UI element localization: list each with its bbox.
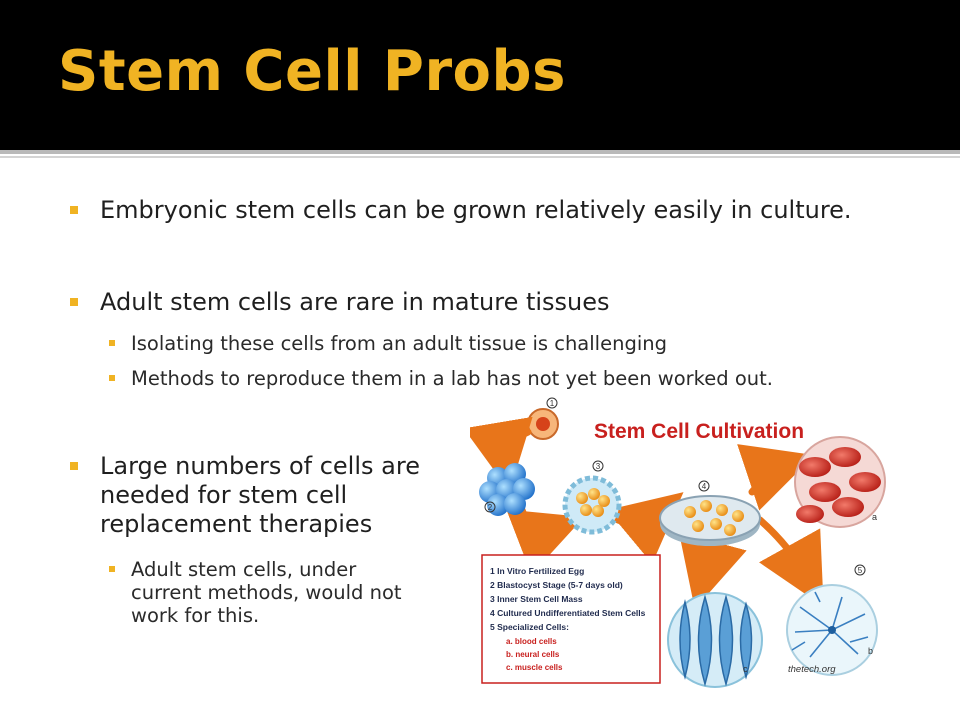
petri-dish-illustration [659,495,761,546]
bullet-2-sub-1: Isolating these cells from an adult tiss… [109,332,861,355]
muscle-cells-illustration [667,592,763,688]
bullet-2: Adult stem cells are rare in mature tiss… [70,288,860,317]
bullet-1: Embryonic stem cells can be grown relati… [70,196,860,225]
process-arrows [470,416,824,610]
step-number-4: 4 [702,482,707,491]
legend-subitem-b: b. neural cells [506,650,560,659]
inner-cell-mass-illustration [562,475,622,535]
stem-cell-cultivation-figure: Stem Cell Cultivation [470,397,886,688]
legend-item-3: 3 Inner Stem Cell Mass [490,594,583,604]
bullet-square-icon [70,298,78,306]
step-number-1: 1 [550,399,555,408]
image-credit: thetech.org [788,664,836,675]
panel-letter-b: b [868,646,873,656]
header-divider-thin [0,156,960,158]
header-divider [0,150,960,154]
legend-item-5: 5 Specialized Cells: [490,622,569,632]
fertilized-egg-illustration [527,408,559,440]
bullet-2-sub-2: Methods to reproduce them in a lab has n… [109,367,851,390]
bullet-1-text: Embryonic stem cells can be grown relati… [100,196,852,224]
legend-item-1: 1 In Vitro Fertilized Egg [490,566,584,576]
sub-bullet-square-icon [109,340,115,346]
bullet-square-icon [70,462,78,470]
figure-legend: 1 In Vitro Fertilized Egg 2 Blastocyst S… [481,554,661,684]
legend-item-4: 4 Cultured Undifferentiated Stem Cells [490,608,646,618]
legend-item-2: 2 Blastocyst Stage (5-7 days old) [490,580,623,590]
bullet-3-text: Large numbers of cells are needed for st… [100,452,420,538]
sub-bullet-square-icon [109,375,115,381]
sub-bullet-square-icon [109,566,115,572]
legend-subitem-c: c. muscle cells [506,663,563,672]
bullet-2-sub-2-text: Methods to reproduce them in a lab has n… [131,367,773,390]
bullet-square-icon [70,206,78,214]
step-number-3: 3 [596,462,601,471]
step-number-2: 2 [488,503,493,512]
bullet-3-sub-1: Adult stem cells, under current methods,… [109,558,431,627]
panel-letter-c: c [743,664,748,674]
bullet-2-sub-1-text: Isolating these cells from an adult tiss… [131,332,667,355]
panel-letter-a: a [872,512,877,522]
bullet-3: Large numbers of cells are needed for st… [70,452,445,539]
step-number-5: 5 [858,566,863,575]
step-markers: 1 2 3 4 5 [484,397,866,576]
blastocyst-illustration [479,463,535,516]
bullet-3-sub-1-text: Adult stem cells, under current methods,… [131,558,402,627]
figure-title: Stem Cell Cultivation [594,420,804,443]
slide-header: Stem Cell Probs [0,0,960,150]
neural-cells-illustration [786,584,878,676]
bullet-2-text: Adult stem cells are rare in mature tiss… [100,288,610,316]
legend-subitem-a: a. blood cells [506,637,557,646]
blood-cells-illustration [794,436,886,528]
slide-title: Stem Cell Probs [58,39,566,104]
